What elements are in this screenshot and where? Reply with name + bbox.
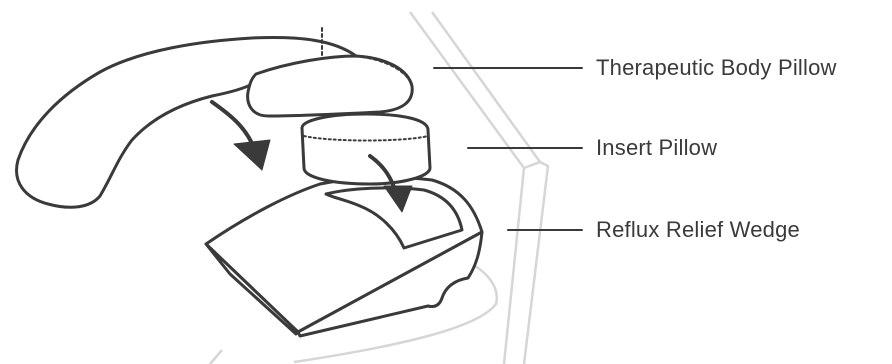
insert-pillow-body (302, 114, 430, 184)
label-insert-pillow: Insert Pillow (596, 135, 717, 161)
arrow-body-pillow-head (234, 140, 270, 170)
insert-pillow (302, 114, 430, 184)
label-therapeutic-body-pillow: Therapeutic Body Pillow (596, 55, 837, 81)
headboard-top-edge (524, 162, 540, 168)
reflux-wedge (206, 177, 482, 336)
mattress-front-edge (210, 350, 222, 364)
label-reflux-relief-wedge: Reflux Relief Wedge (596, 217, 800, 243)
arrow-body-pillow-shaft (212, 102, 254, 148)
